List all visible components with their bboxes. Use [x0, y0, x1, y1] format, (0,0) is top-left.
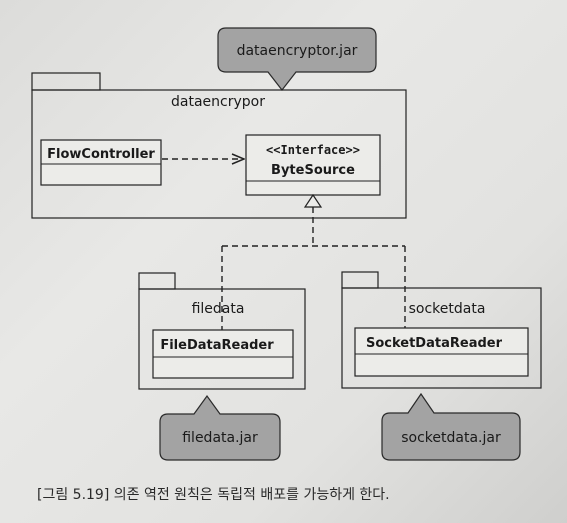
- realization-connectors: [221, 193, 406, 330]
- package-dataencrypor: dataencrypor: [31, 72, 407, 219]
- package-body: [341, 287, 542, 389]
- jar-label-dataencryptor: dataencryptor.jar: [237, 43, 358, 59]
- class-flow-controller: FlowController: [40, 139, 162, 186]
- figure-caption: [그림 5.19] 의존 역전 원칙은 독립적 배포를 가능하게 한다.: [37, 487, 390, 503]
- package-body: [31, 89, 407, 219]
- interface-name-byte-source: ByteSource: [271, 163, 355, 178]
- class-name-file-data-reader: FileDataReader: [160, 338, 274, 353]
- package-tab: [31, 72, 101, 91]
- jar-callout-dataencryptor: dataencryptor.jar: [217, 27, 377, 91]
- package-label-dataencrypor: dataencrypor: [171, 94, 265, 110]
- class-name-socket-data-reader: SocketDataReader: [366, 336, 503, 351]
- package-label-filedata: filedata: [192, 301, 245, 317]
- class-file-data-reader: FileDataReader: [152, 329, 294, 379]
- package-label-socketdata: socketdata: [409, 301, 486, 317]
- interface-stereotype: <<Interface>>: [266, 143, 360, 157]
- class-socket-data-reader: SocketDataReader: [354, 327, 529, 377]
- jar-callout-filedata: filedata.jar: [159, 394, 281, 461]
- package-tab: [138, 272, 176, 290]
- package-socketdata: socketdata: [341, 271, 542, 389]
- jar-callout-socketdata: socketdata.jar: [381, 392, 521, 461]
- package-body: [138, 288, 306, 390]
- jar-label-socketdata: socketdata.jar: [401, 430, 501, 446]
- jar-label-filedata: filedata.jar: [182, 430, 258, 446]
- class-name-flow-controller: FlowController: [47, 147, 155, 162]
- package-tab: [341, 271, 379, 289]
- interface-byte-source: <<Interface>> ByteSource: [245, 134, 381, 196]
- package-filedata: filedata: [138, 272, 306, 390]
